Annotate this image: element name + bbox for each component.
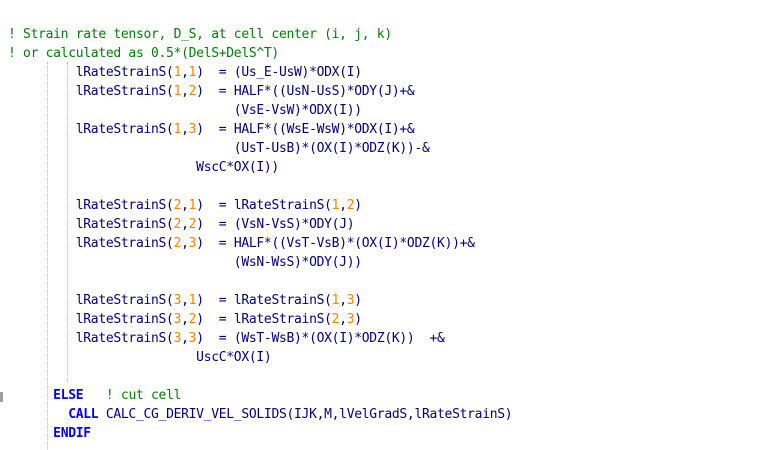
code-line[interactable]: lRateStrainS(1,3) = HALF*((WsE-WsW)*ODX(… xyxy=(8,120,415,139)
code-line[interactable]: lRateStrainS(2,2) = (VsN-VsS)*ODY(J) xyxy=(8,215,355,234)
code-number: 2 xyxy=(173,198,182,213)
code-token: ) = (VsN-VsS)*ODY(J) xyxy=(196,217,355,232)
code-token: lRateStrainS( xyxy=(8,331,174,346)
code-token: , xyxy=(339,312,347,327)
code-token: lRateStrainS( xyxy=(8,122,174,137)
code-token: lRateStrainS( xyxy=(8,236,174,251)
code-token: lRateStrainS( xyxy=(8,312,174,327)
code-number: 3 xyxy=(346,312,355,327)
code-token: , xyxy=(181,331,189,346)
code-token: ) = lRateStrainS( xyxy=(196,198,332,213)
code-number: 3 xyxy=(188,331,197,346)
code-token: , xyxy=(339,198,347,213)
code-number: 2 xyxy=(188,84,197,99)
code-line[interactable]: ! or calculated as 0.5*(DelS+DelS^T) xyxy=(8,44,279,63)
code-keyword: CALL xyxy=(68,407,99,422)
code-token: ) = lRateStrainS( xyxy=(196,312,332,327)
code-number: 2 xyxy=(188,217,197,232)
code-number: 2 xyxy=(346,198,355,213)
code-number: 3 xyxy=(346,293,355,308)
code-token: lRateStrainS( xyxy=(8,217,174,232)
code-number: 3 xyxy=(188,236,197,251)
code-token xyxy=(8,388,53,403)
code-token: , xyxy=(181,293,189,308)
code-line[interactable]: WscC*OX(I)) xyxy=(8,158,279,177)
code-token: CALC_CG_DERIV_VEL_SOLIDS(IJK,M,lVelGradS… xyxy=(98,407,513,422)
code-token: WscC*OX(I)) xyxy=(8,160,279,175)
code-token: , xyxy=(181,312,189,327)
indent-guide xyxy=(47,62,48,450)
code-token: , xyxy=(181,65,189,80)
code-token: ) = HALF*((UsN-UsS)*ODY(J)+& xyxy=(196,84,415,99)
code-number: 2 xyxy=(173,217,182,232)
code-number: 1 xyxy=(331,198,340,213)
code-token: , xyxy=(181,122,189,137)
code-line[interactable]: CALL CALC_CG_DERIV_VEL_SOLIDS(IJK,M,lVel… xyxy=(8,405,512,424)
code-line[interactable]: lRateStrainS(3,2) = lRateStrainS(2,3) xyxy=(8,310,362,329)
code-line[interactable]: ENDIF xyxy=(8,424,91,443)
code-token: , xyxy=(181,84,189,99)
code-token: ) = HALF*((VsT-VsB)*(OX(I)*ODZ(K))+& xyxy=(196,236,475,251)
indent-guide xyxy=(67,62,68,382)
code-line[interactable]: lRateStrainS(3,1) = lRateStrainS(1,3) xyxy=(8,291,362,310)
code-line[interactable]: lRateStrainS(1,1) = (Us_E-UsW)*ODX(I) xyxy=(8,63,362,82)
code-token xyxy=(8,426,53,441)
code-token: lRateStrainS( xyxy=(8,198,174,213)
code-line[interactable]: lRateStrainS(1,2) = HALF*((UsN-UsS)*ODY(… xyxy=(8,82,415,101)
code-line[interactable]: lRateStrainS(2,3) = HALF*((VsT-VsB)*(OX(… xyxy=(8,234,475,253)
code-token: ) = HALF*((WsE-WsW)*ODX(I)+& xyxy=(196,122,415,137)
code-number: 2 xyxy=(173,236,182,251)
code-line[interactable]: (VsE-VsW)*ODX(I)) xyxy=(8,101,362,120)
code-comment: ! cut cell xyxy=(83,388,182,403)
code-token: (WsN-WsS)*ODY(J)) xyxy=(8,255,362,270)
code-line[interactable]: UscC*OX(I) xyxy=(8,348,272,367)
code-token: ) xyxy=(354,198,362,213)
code-token: , xyxy=(181,236,189,251)
code-token: ) = (Us_E-UsW)*ODX(I) xyxy=(196,65,362,80)
code-token: UscC*OX(I) xyxy=(8,350,272,365)
code-number: 1 xyxy=(188,65,197,80)
code-token: ) = lRateStrainS( xyxy=(196,293,332,308)
code-number: 1 xyxy=(173,65,182,80)
code-keyword: ELSE xyxy=(53,388,84,403)
code-line[interactable]: lRateStrainS(3,3) = (WsT-WsB)*(OX(I)*ODZ… xyxy=(8,329,445,348)
code-token: , xyxy=(181,217,189,232)
code-token: , xyxy=(339,293,347,308)
code-number: 1 xyxy=(188,293,197,308)
code-token: (UsT-UsB)*(OX(I)*ODZ(K))-& xyxy=(8,141,430,156)
code-token: lRateStrainS( xyxy=(8,293,174,308)
code-token: lRateStrainS( xyxy=(8,84,174,99)
code-token: ) = (WsT-WsB)*(OX(I)*ODZ(K)) +& xyxy=(196,331,445,346)
code-token: lRateStrainS( xyxy=(8,65,174,80)
code-token xyxy=(8,407,68,422)
code-token: ) xyxy=(354,293,362,308)
code-comment: ! Strain rate tensor, D_S, at cell cente… xyxy=(8,27,392,42)
code-number: 2 xyxy=(188,312,197,327)
code-number: 1 xyxy=(188,198,197,213)
code-number: 1 xyxy=(173,84,182,99)
code-token: ) xyxy=(354,312,362,327)
code-line[interactable]: ELSE ! cut cell xyxy=(8,386,181,405)
fold-marker[interactable] xyxy=(0,392,3,402)
code-keyword: ENDIF xyxy=(53,426,91,441)
code-token: (VsE-VsW)*ODX(I)) xyxy=(8,103,362,118)
code-number: 3 xyxy=(173,293,182,308)
code-number: 3 xyxy=(188,122,197,137)
code-number: 1 xyxy=(331,293,340,308)
code-line[interactable]: lRateStrainS(2,1) = lRateStrainS(1,2) xyxy=(8,196,362,215)
code-comment: ! or calculated as 0.5*(DelS+DelS^T) xyxy=(8,46,279,61)
code-line[interactable]: ! Strain rate tensor, D_S, at cell cente… xyxy=(8,25,392,44)
code-line[interactable]: (UsT-UsB)*(OX(I)*ODZ(K))-& xyxy=(8,139,430,158)
code-number: 2 xyxy=(331,312,340,327)
code-number: 1 xyxy=(173,122,182,137)
code-line[interactable]: (WsN-WsS)*ODY(J)) xyxy=(8,253,362,272)
code-number: 3 xyxy=(173,312,182,327)
code-number: 3 xyxy=(173,331,182,346)
code-token: , xyxy=(181,198,189,213)
